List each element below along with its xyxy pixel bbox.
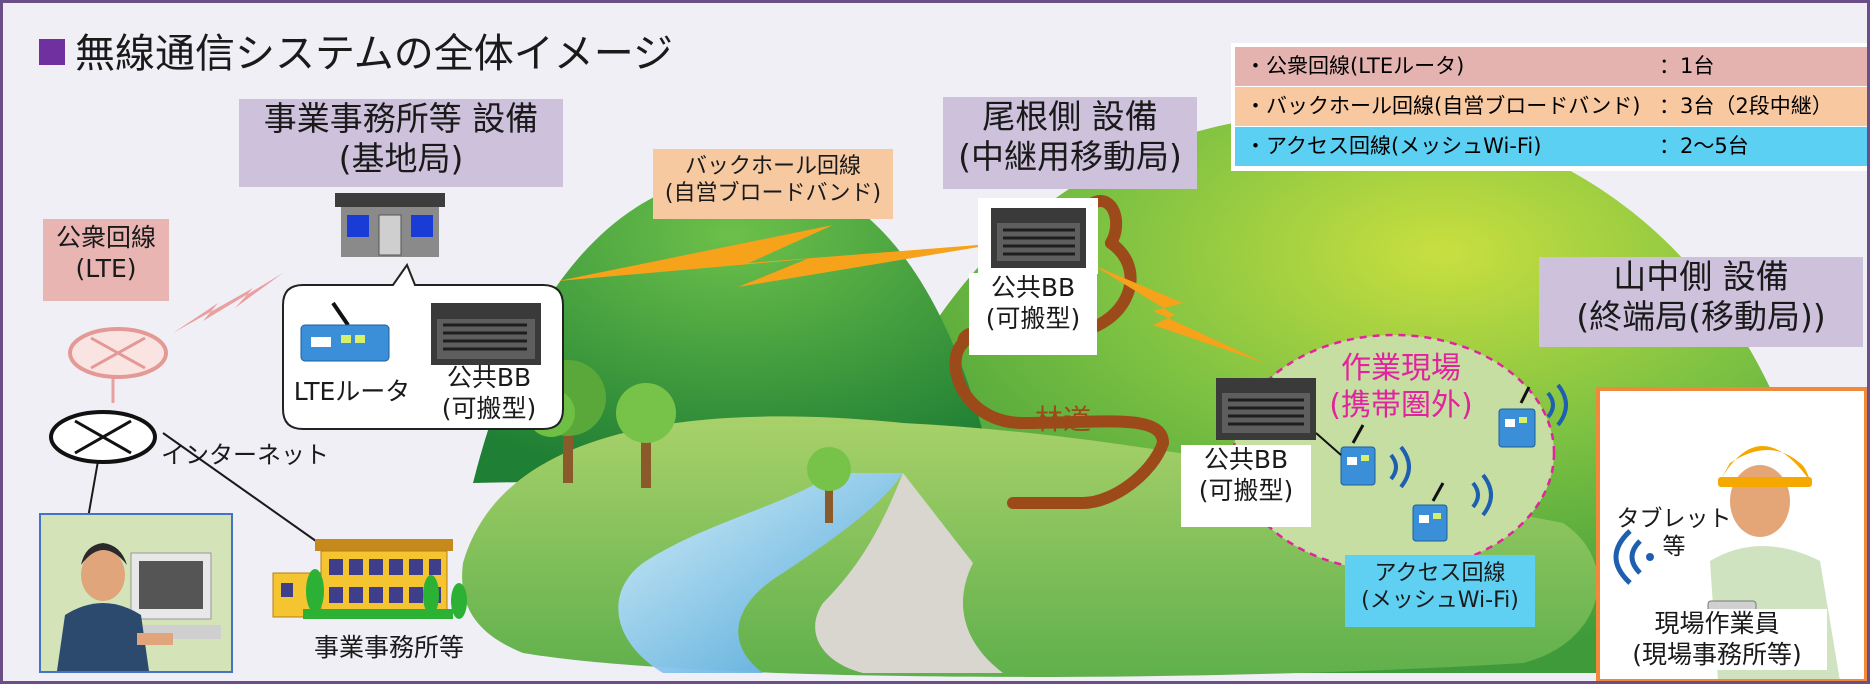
public-line-label: 公衆回線 (LTE) [43, 219, 169, 301]
mesh-wifi-unit-3-icon [1498, 383, 1568, 448]
ridge-equipment-line1: 尾根側 設備 [982, 97, 1158, 136]
office-equipment-line2: (基地局) [338, 139, 464, 179]
backhaul-bolt-1 [558, 225, 1003, 287]
public-bb-line1: 公共BB [446, 363, 532, 392]
work-site-line1: 作業現場 [1341, 351, 1461, 386]
office-building-icon [272, 539, 467, 619]
mountain-equipment-line1: 山中側 設備 [1613, 257, 1789, 296]
legend-count: ：1台 [1659, 54, 1715, 78]
public-bb-device-mountain-icon [1216, 378, 1316, 440]
legend-count: ：2〜5台 [1659, 134, 1749, 158]
public-bb-ridge-label: 公共BB (可搬型) [969, 273, 1097, 355]
base-station-building-icon [335, 193, 445, 257]
public-bb-line2: (可搬型) [441, 393, 537, 423]
backhaul-line2: (自営ブロードバンド) [664, 180, 882, 206]
tablet-label: タブレット等 [1616, 506, 1732, 561]
public-bb-office-label: 公共BB (可搬型) [427, 363, 551, 424]
field-worker-line1: 現場作業員 [1654, 609, 1780, 638]
office-equipment-line1: 事業事務所等 設備 [263, 99, 539, 138]
backhaul-line1: バックホール回線 [684, 154, 861, 179]
internet-to-pc-line [87, 460, 99, 519]
public-line-line2: (LTE) [75, 253, 137, 283]
mesh-wifi-unit-2-icon [1412, 473, 1493, 542]
tree-left-3 [807, 447, 851, 523]
public-bb-line2: (可搬型) [985, 303, 1081, 333]
access-line-line2: (メッシュWi-Fi) [1361, 587, 1519, 613]
forest-road-label: 林道 [1034, 403, 1091, 436]
public-line-line1: 公衆回線 [55, 223, 156, 252]
public-bb-line2: (可搬型) [1198, 475, 1294, 505]
ridge-equipment-label: 尾根側 設備 (中継用移動局) [943, 97, 1197, 189]
legend-row-public-line: ・公衆回線(LTEルータ) ：1台 [1235, 47, 1867, 87]
scene-illustration [49, 112, 1823, 677]
legend-label: ・バックホール回線(自営ブロードバンド) [1245, 94, 1641, 118]
lte-router-label: LTEルータ [293, 377, 411, 406]
legend: ・公衆回線(LTEルータ) ：1台 ・バックホール回線(自営ブロードバンド) ：… [1235, 47, 1867, 166]
lte-node-icon [68, 327, 168, 379]
legend-label: ・公衆回線(LTEルータ) [1245, 54, 1465, 78]
public-bb-device-office-icon [431, 303, 541, 365]
office-equipment-label: 事業事務所等 設備 (基地局) [239, 99, 563, 187]
backhaul-bolt-2 [1093, 265, 1265, 363]
legend-label: ・アクセス回線(メッシュWi-Fi) [1245, 134, 1542, 158]
lte-router-icon [300, 301, 390, 362]
title-square-icon [39, 39, 65, 65]
field-worker-line2: (現場事務所等) [1632, 639, 1802, 669]
public-bb-mountain-label: 公共BB (可搬型) [1181, 445, 1311, 527]
mesh-wifi-unit-1-icon [1340, 424, 1411, 489]
page-title: 無線通信システムの全体イメージ [39, 21, 673, 79]
legend-row-access-line: ・アクセス回線(メッシュWi-Fi) ：2〜5台 [1235, 127, 1867, 166]
legend-row-backhaul: ・バックホール回線(自営ブロードバンド) ：3台（2段中継） [1235, 87, 1867, 127]
page-title-text: 無線通信システムの全体イメージ [75, 31, 673, 77]
field-worker-label: 現場作業員 (現場事務所等) [1607, 609, 1827, 670]
public-bb-device-ridge-icon [978, 198, 1098, 274]
work-site-label: 作業現場 (携帯圏外) [1313, 351, 1489, 424]
work-site-line2: (携帯圏外) [1329, 387, 1473, 423]
access-line-label: アクセス回線 (メッシュWi-Fi) [1345, 555, 1535, 627]
access-line-line1: アクセス回線 [1374, 561, 1506, 586]
backhaul-label: バックホール回線 (自営ブロードバンド) [653, 149, 893, 219]
public-bb-line1: 公共BB [1203, 445, 1289, 474]
mountain-equipment-line2: (終端局(移動局)) [1576, 297, 1826, 337]
internet-node-icon [49, 410, 157, 464]
tree-left-2 [616, 383, 676, 488]
public-bb-line1: 公共BB [990, 273, 1076, 302]
office-label: 事業事務所等 [313, 633, 464, 662]
ridge-equipment-line2: (中継用移動局) [958, 137, 1182, 177]
internet-label: インターネット [161, 441, 329, 469]
internet-to-office-line [162, 432, 324, 547]
mountain-equipment-label: 山中側 設備 (終端局(移動局)) [1539, 257, 1863, 347]
public-line-bolt [173, 273, 283, 333]
river-bank [815, 473, 1003, 673]
pc-user-panel [39, 513, 233, 673]
pc-user-illustration [41, 515, 231, 671]
legend-count: ：3台（2段中継） [1659, 94, 1833, 118]
bb-to-mesh-line [1315, 432, 1342, 456]
